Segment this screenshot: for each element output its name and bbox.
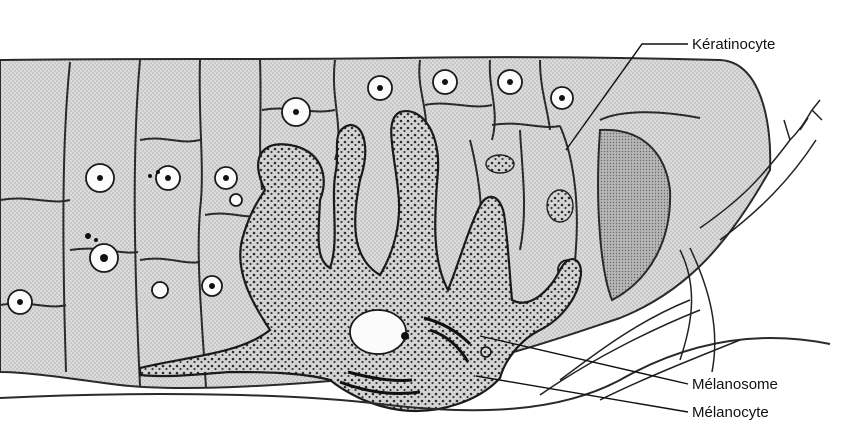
- label-keratinocyte: Kératinocyte: [692, 36, 775, 53]
- label-melanosome: Mélanosome: [692, 376, 778, 393]
- label-melanocyte: Mélanocyte: [692, 404, 769, 421]
- melanocyte-nucleus: [350, 310, 406, 354]
